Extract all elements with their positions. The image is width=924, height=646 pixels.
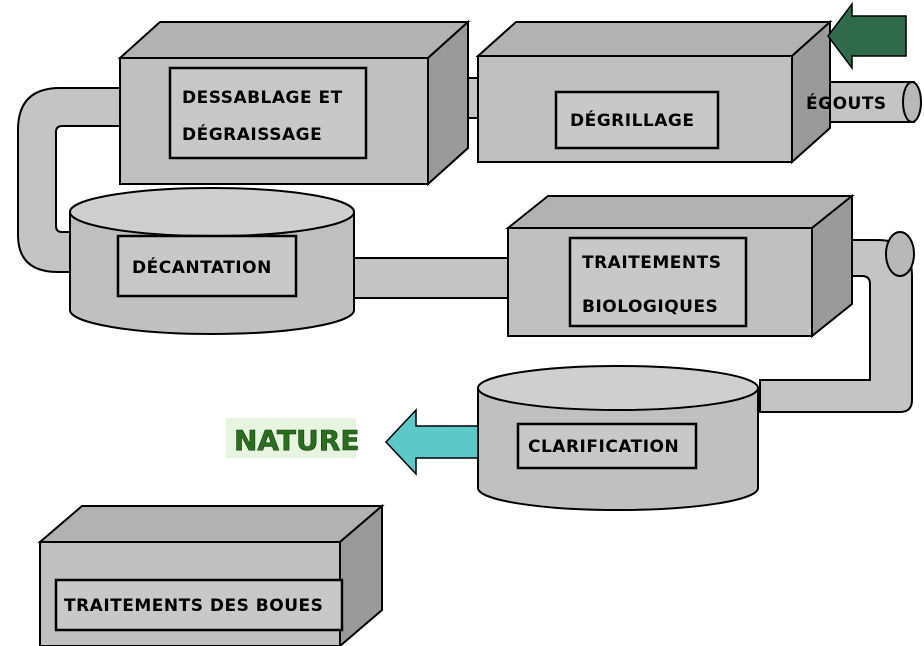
egouts-label: ÉGOUTS — [806, 92, 887, 114]
nature-label: NATURE — [234, 424, 359, 457]
pipe-decantation-to-traitements — [351, 257, 518, 299]
pipe-traitements-to-clarification — [759, 231, 915, 413]
unit-decantation: DÉCANTATION — [69, 187, 355, 335]
traitements-boues-label: TRAITEMENTS DES BOUES — [64, 596, 323, 616]
dessablage-label-line2: DÉGRAISSAGE — [182, 123, 322, 145]
traitements-bio-label-line1: TRAITEMENTS — [582, 253, 721, 273]
unit-traitements-biologiques: TRAITEMENTS BIOLOGIQUES — [505, 193, 855, 339]
unit-degrillage: DÉGRILLAGE — [475, 19, 833, 165]
outlet-arrow — [384, 408, 479, 476]
nature-label-bg — [226, 418, 356, 458]
inlet-arrow — [827, 1, 907, 71]
unit-traitements-des-boues: TRAITEMENTS DES BOUES — [37, 503, 385, 646]
inlet: ÉGOUTS — [806, 1, 907, 114]
outlet: NATURE — [226, 408, 479, 476]
traitements-bio-label-line2: BIOLOGIQUES — [582, 297, 718, 317]
dessablage-label-line1: DESSABLAGE ET — [182, 88, 343, 108]
degrillage-label: DÉGRILLAGE — [570, 109, 694, 131]
unit-dessablage-degraissage: DESSABLAGE ET DÉGRAISSAGE — [117, 19, 471, 187]
decantation-label: DÉCANTATION — [132, 256, 272, 278]
unit-clarification: CLARIFICATION — [477, 365, 759, 511]
clarification-label: CLARIFICATION — [528, 437, 679, 457]
